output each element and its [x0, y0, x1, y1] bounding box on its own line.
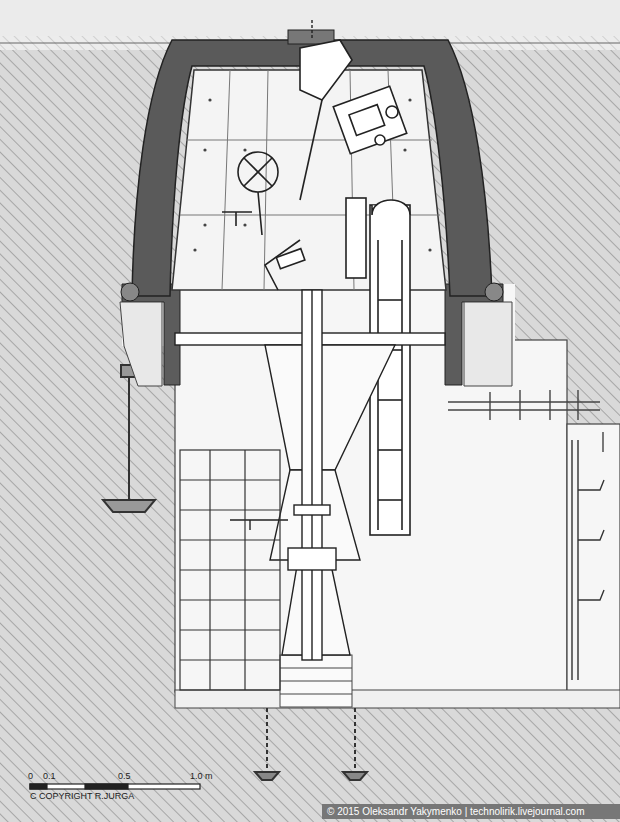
- scale-value: 1.0 m: [190, 772, 213, 782]
- scale-value: 0.5: [118, 772, 131, 782]
- copyright-note: C COPYRIGHT R.JURGA: [30, 792, 134, 802]
- scale-value: 0.1: [43, 772, 56, 782]
- scale-value: 0: [28, 772, 33, 782]
- watermark: © 2015 Oleksandr Yakymenko | technolirik…: [327, 806, 585, 817]
